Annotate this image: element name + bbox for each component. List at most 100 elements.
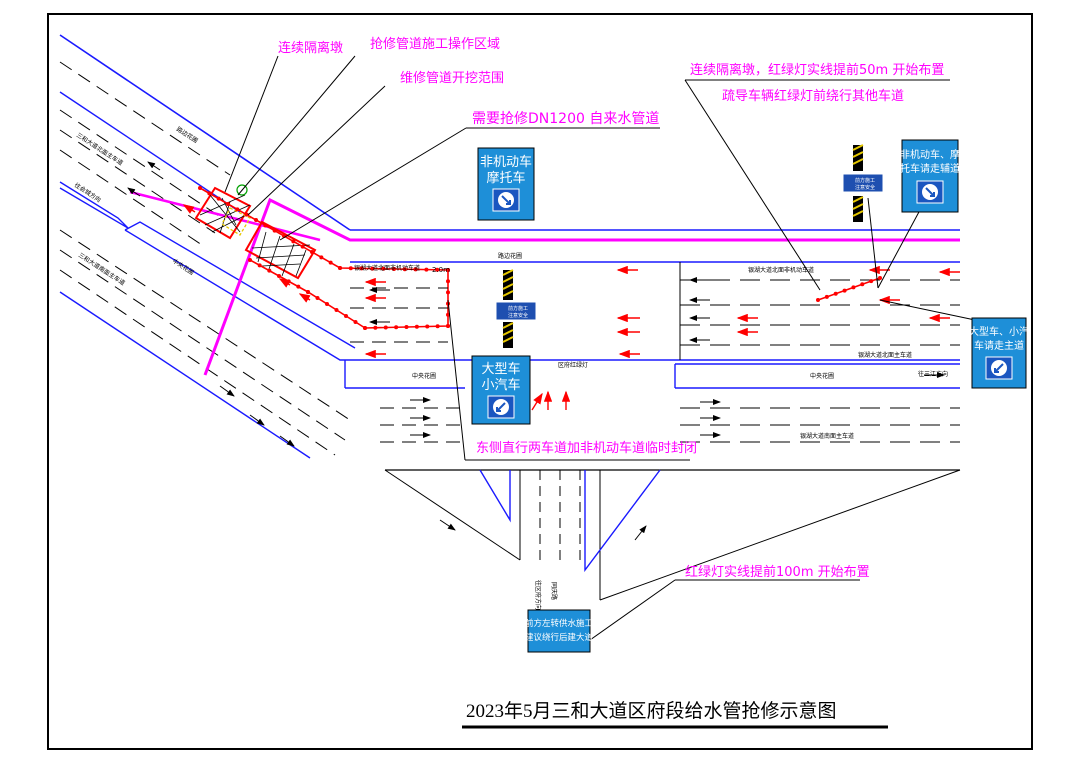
barrier-dot — [816, 298, 820, 302]
barrier-dot — [244, 212, 249, 217]
sign-nonmotor-left: 非机动车 摩托车 — [477, 147, 535, 221]
sign-line-1: 非机动车、摩 — [900, 148, 960, 161]
barrier-dot — [353, 320, 358, 324]
barrier-dot — [402, 267, 407, 272]
callout-divert: 疏导车辆红绿灯前绕行其他车道 — [722, 88, 904, 104]
barrier-dot — [381, 266, 386, 271]
arrow-down-left-icon — [496, 402, 506, 412]
barrier-dot — [425, 324, 430, 329]
barrier-dot — [348, 266, 353, 271]
sign-line-2: 车请走主道 — [974, 339, 1024, 352]
barrier-dot — [424, 267, 429, 272]
barrier-dot — [296, 284, 301, 289]
excavation-area — [194, 184, 317, 280]
sign-line-1: 大型车、小汽 — [969, 325, 1029, 338]
leader-lines — [224, 55, 976, 641]
barrier-dot — [319, 255, 324, 260]
sign-line-2: 小汽车 — [481, 377, 520, 393]
traffic-arrow-red — [531, 392, 543, 411]
traffic-arrow-black — [219, 385, 235, 397]
nw-diagonal-road — [59, 34, 960, 459]
warning-line-2: 注意安全 — [508, 312, 528, 319]
traffic-arrow-black — [249, 414, 265, 426]
barrier-dot — [254, 218, 258, 222]
label-to-sanjiang: 往三江方向 — [918, 370, 948, 378]
label-median-w: 中央花圃 — [412, 372, 436, 380]
barrier-dot — [291, 239, 296, 244]
label-west-nonmotor: 银湖大道北面非机动车道 — [354, 264, 420, 272]
barrier-dot — [226, 202, 230, 206]
sign-line-1: 前方左转供水施工 — [525, 618, 594, 629]
sign-line-2: 摩托车 — [486, 170, 525, 186]
barrier-dot — [404, 325, 409, 329]
barrier-dot — [851, 285, 856, 290]
label-dim: 2.0m — [432, 266, 450, 274]
sign-south: 前方左转供水施工 建议绕行后建大道 — [525, 609, 594, 653]
barrier-dot — [277, 274, 281, 278]
barrier-dot — [263, 223, 268, 228]
barrier-dot — [207, 191, 212, 196]
barrier-dot — [446, 324, 450, 328]
sign-line-1: 大型车 — [481, 361, 520, 377]
barrier-dot — [344, 314, 348, 318]
barrier-dot — [833, 291, 838, 296]
small-warning-sign-west: 前方施工 注意安全 — [495, 301, 537, 321]
barrier-dot — [413, 267, 418, 272]
barrier-dot — [272, 228, 277, 233]
label-nw-green: 路边花圃 — [175, 125, 199, 145]
traffic-arrows-black — [127, 161, 945, 541]
traffic-arrows-red — [182, 204, 960, 411]
barrier-dot — [300, 244, 305, 249]
sign-line-2: 托车请走辅道 — [900, 162, 960, 175]
callout-work-zone: 抢修管道施工操作区域 — [370, 36, 500, 52]
warning-line-1: 前方施工 — [508, 305, 528, 312]
barrier-dot — [198, 186, 202, 190]
callout-pipe: 需要抢修DN1200 自来水管道 — [472, 110, 659, 127]
label-median-e: 中央花圃 — [810, 372, 834, 380]
callout-closure: 东侧直行两车道加非机动车道临时封闭 — [476, 440, 697, 456]
barrier-dots-west — [198, 186, 450, 330]
barrier-dot — [216, 196, 221, 201]
barrier-dot — [315, 296, 320, 300]
barrier-dot — [325, 302, 329, 306]
arrow-down-left-icon — [994, 363, 1004, 373]
barrier-dot — [394, 325, 399, 330]
sign-car-left: 大型车 小汽车 — [471, 355, 531, 425]
barrier-dot — [267, 268, 272, 273]
barrier-dot — [370, 266, 375, 271]
barrier-dot — [310, 250, 314, 254]
label-south-road: 同庆路 — [550, 582, 558, 600]
drawing-frame — [47, 13, 1033, 750]
traffic-arrow-red — [182, 204, 196, 214]
arrow-down-right-icon — [501, 195, 511, 205]
small-warning-sign-east: 前方施工 注意安全 — [842, 173, 884, 193]
label-east-main-n: 银湖大道北面主车道 — [858, 351, 912, 359]
callout-south-notice: 红绿灯实线提前100m 开始布置 — [685, 564, 870, 580]
arrow-down-right-icon — [925, 187, 935, 197]
barrier-dot — [435, 324, 440, 329]
traffic-arrow-red — [278, 278, 291, 288]
barrier-dot — [338, 266, 342, 270]
traffic-arrow-black — [127, 187, 141, 197]
traffic-arrow-black — [147, 161, 161, 171]
barrier-dot — [860, 282, 865, 287]
callout-excavation: 维修管道开挖范围 — [400, 71, 504, 86]
barrier-dot — [414, 324, 419, 329]
sign-line-1: 非机动车 — [480, 154, 532, 170]
callouts: 连续隔离墩 抢修管道施工操作区域 维修管道开挖范围 需要抢修DN1200 自来水… — [278, 36, 944, 580]
traffic-arrow-red — [298, 293, 311, 303]
barrier-dot — [359, 266, 364, 271]
warning-line-2: 注意安全 — [855, 184, 875, 191]
label-district-light: 区府红绿灯 — [558, 361, 588, 369]
callout-barrier: 连续隔离墩 — [278, 40, 343, 56]
barrier-dot — [373, 325, 378, 330]
barrier-dot — [383, 325, 388, 330]
sign-car-right: 大型车、小汽 车请走主道 — [969, 317, 1029, 389]
barrier-dot — [446, 290, 450, 295]
main-road — [344, 261, 961, 601]
barrier-dot — [363, 326, 367, 330]
barrier-dot — [248, 258, 252, 262]
label-nw-median: 中央花圃 — [171, 257, 195, 277]
